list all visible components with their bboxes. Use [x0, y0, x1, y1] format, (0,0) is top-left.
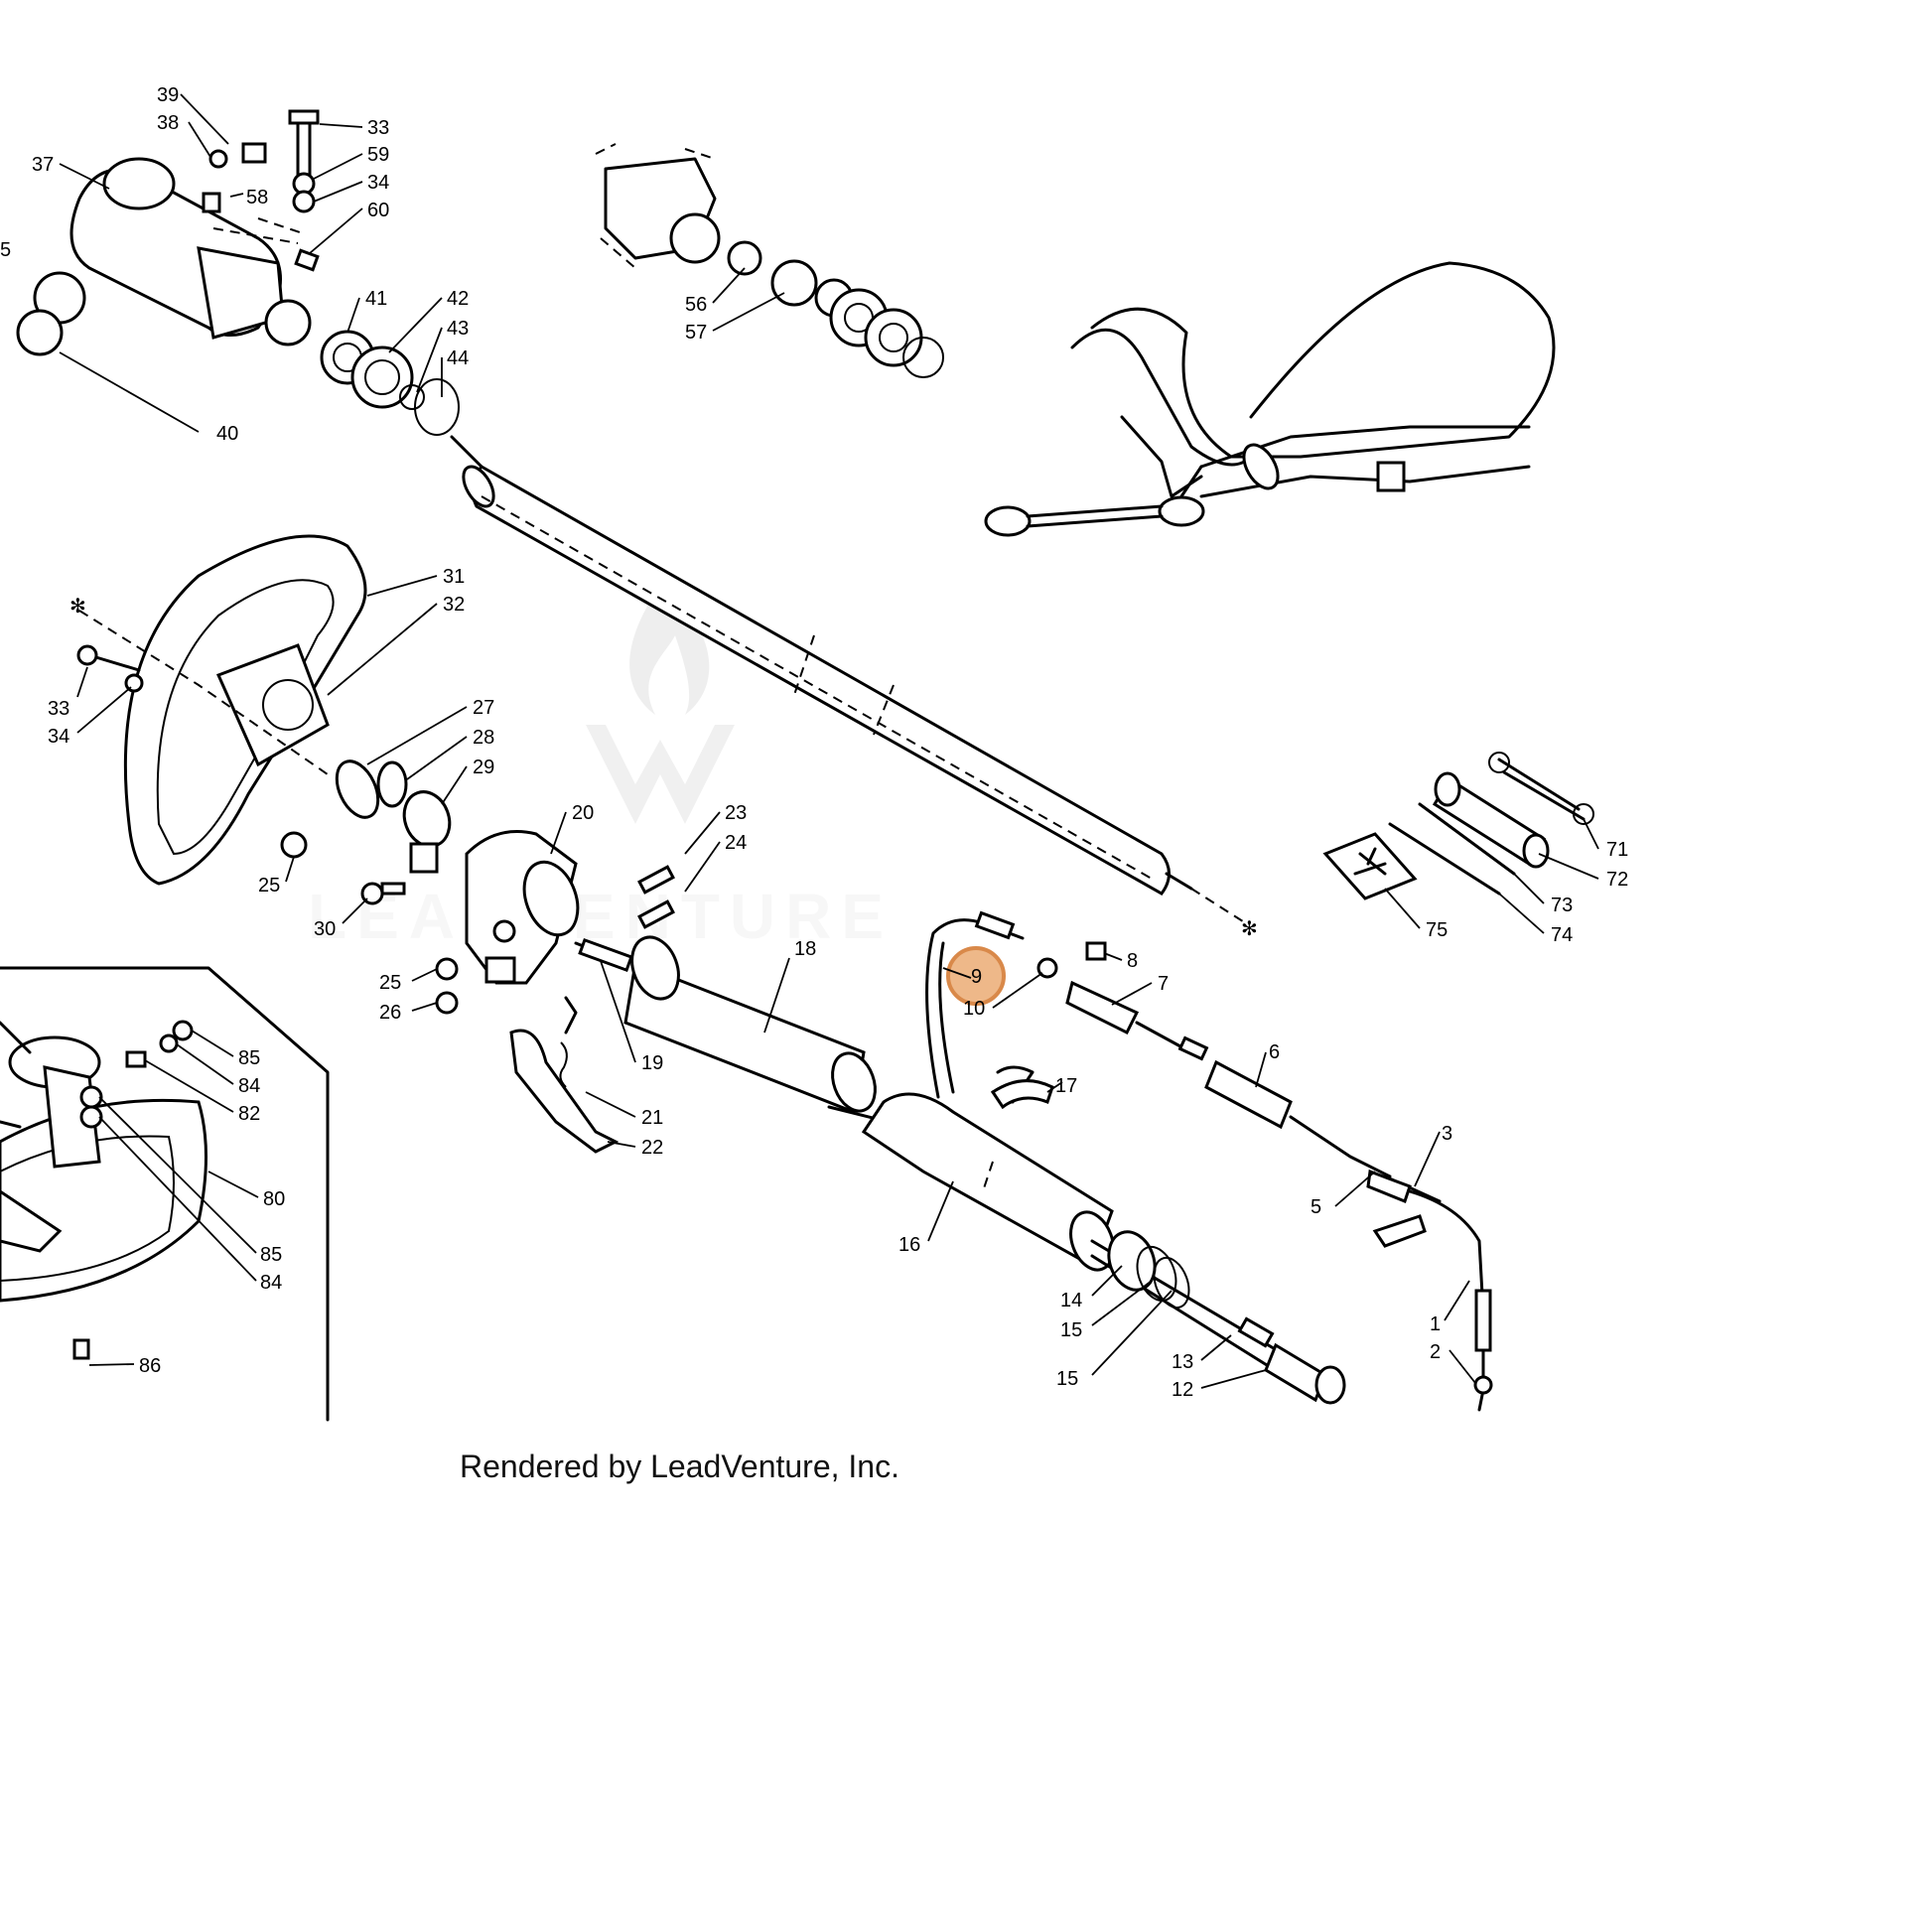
callout-85b[interactable]: 85 [260, 1244, 282, 1266]
loop-handle: ✻ [69, 534, 452, 886]
callout-84b[interactable]: 84 [260, 1272, 282, 1294]
callout-38[interactable]: 38 [157, 112, 179, 134]
drive-shaft-tube: ✻ [450, 435, 1258, 940]
main-tube-assembly [623, 910, 1493, 1412]
callout-5b[interactable]: 5 [1311, 1196, 1321, 1218]
callout-2[interactable]: 2 [1430, 1341, 1441, 1363]
callout-16[interactable]: 16 [898, 1234, 920, 1256]
callout-22[interactable]: 22 [641, 1137, 663, 1159]
callout-59[interactable]: 59 [367, 144, 389, 166]
callout-26[interactable]: 26 [379, 1002, 401, 1024]
callout-73[interactable]: 73 [1551, 895, 1573, 916]
svg-text:✻: ✻ [1241, 918, 1258, 940]
callout-18[interactable]: 18 [794, 938, 816, 960]
callout-21[interactable]: 21 [641, 1107, 663, 1129]
callout-9[interactable]: 9 [971, 966, 982, 988]
callout-17[interactable]: 17 [1055, 1075, 1077, 1097]
callout-42[interactable]: 42 [447, 288, 469, 310]
callout-34b[interactable]: 34 [48, 726, 69, 748]
callout-14[interactable]: 14 [1060, 1290, 1082, 1311]
callout-84a[interactable]: 84 [238, 1075, 260, 1097]
callout-29[interactable]: 29 [473, 757, 494, 778]
diagram-caption: Rendered by LeadVenture, Inc. [460, 1449, 899, 1484]
highlighted-part-marker[interactable] [946, 946, 1006, 1006]
callout-74[interactable]: 74 [1551, 924, 1573, 946]
callout-15b[interactable]: 15 [1056, 1368, 1078, 1390]
callout-86[interactable]: 86 [139, 1355, 161, 1377]
callout-85a[interactable]: 85 [238, 1047, 260, 1069]
callout-7[interactable]: 7 [1158, 973, 1169, 995]
callout-1[interactable]: 1 [1430, 1313, 1441, 1335]
callout-57[interactable]: 57 [685, 322, 707, 344]
callout-12[interactable]: 12 [1172, 1379, 1193, 1401]
callout-34a[interactable]: 34 [367, 172, 389, 194]
callout-25b[interactable]: 25 [379, 972, 401, 994]
callout-19[interactable]: 19 [641, 1052, 663, 1074]
callout-39[interactable]: 39 [157, 84, 179, 106]
callout-24[interactable]: 24 [725, 832, 747, 854]
callout-71[interactable]: 71 [1606, 839, 1628, 861]
callout-15a[interactable]: 15 [1060, 1319, 1082, 1341]
callout-41[interactable]: 41 [365, 288, 387, 310]
callout-44[interactable]: 44 [447, 347, 469, 369]
tool-kit [1322, 752, 1594, 900]
callout-80[interactable]: 80 [263, 1188, 285, 1210]
callout-43[interactable]: 43 [447, 318, 469, 340]
clutch-housing-parts [595, 143, 944, 378]
callout-labels: 39 38 37 33 59 34 58 60 5 41 42 43 44 40… [0, 84, 1628, 1401]
callout-6[interactable]: 6 [1269, 1041, 1280, 1063]
throttle-clamp [360, 830, 675, 1154]
callout-82[interactable]: 82 [238, 1103, 260, 1125]
shoulder-harness [984, 261, 1556, 537]
callout-40[interactable]: 40 [216, 423, 238, 445]
callout-30[interactable]: 30 [314, 918, 336, 940]
gear-head-assembly [16, 109, 460, 436]
callout-58[interactable]: 58 [246, 187, 268, 208]
svg-text:✻: ✻ [69, 596, 86, 618]
callout-56[interactable]: 56 [685, 294, 707, 316]
callout-33a[interactable]: 33 [367, 117, 389, 139]
callout-31[interactable]: 31 [443, 566, 465, 588]
cutter-guard [0, 966, 330, 1422]
callout-72[interactable]: 72 [1606, 869, 1628, 891]
callout-27[interactable]: 27 [473, 697, 494, 719]
callout-20[interactable]: 20 [572, 802, 594, 824]
callout-10[interactable]: 10 [963, 998, 985, 1020]
callout-37[interactable]: 37 [32, 154, 54, 176]
callout-32[interactable]: 32 [443, 594, 465, 616]
callout-13[interactable]: 13 [1172, 1351, 1193, 1373]
callout-28[interactable]: 28 [473, 727, 494, 749]
callout-25a[interactable]: 25 [258, 875, 280, 897]
callout-5a[interactable]: 5 [0, 239, 11, 261]
callout-3[interactable]: 3 [1442, 1123, 1452, 1145]
callout-8[interactable]: 8 [1127, 950, 1138, 972]
callout-60[interactable]: 60 [367, 200, 389, 221]
callout-75[interactable]: 75 [1426, 919, 1448, 941]
callout-33b[interactable]: 33 [48, 698, 69, 720]
callout-23[interactable]: 23 [725, 802, 747, 824]
